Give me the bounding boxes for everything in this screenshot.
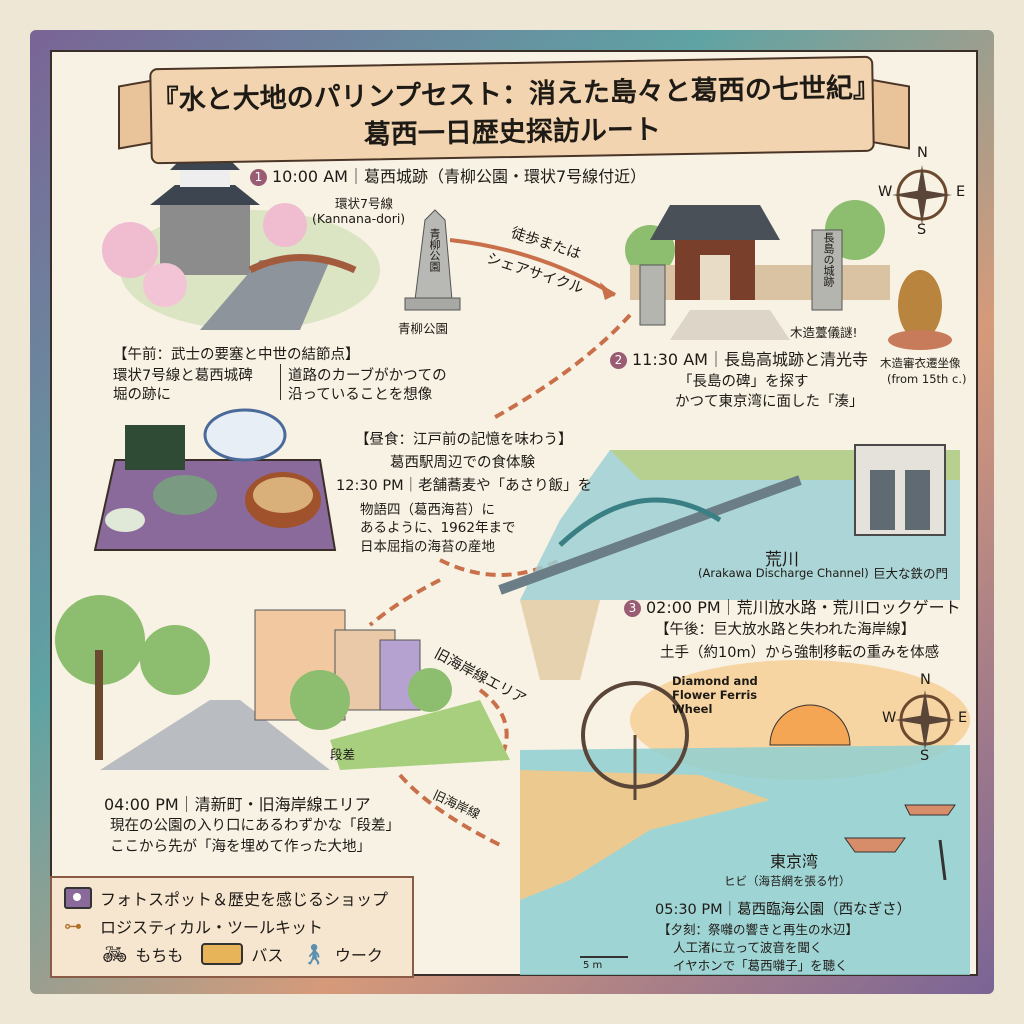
stop-3-text: 02:00 PM｜荒川放水路・荒川ロックゲート <box>646 598 961 617</box>
tokyo-bay-label: 東京湾 <box>770 852 819 871</box>
stop-1-title: 1 10:00 AM｜葛西城跡（青柳公園・環状7号線付近） <box>250 163 646 187</box>
stop-5-line-1: 人工渚に立って波音を聞く <box>673 940 823 955</box>
walk-icon: 🚶︎ <box>301 942 327 966</box>
step-label: 段差 <box>330 747 356 762</box>
legend-item-photo: フォトスポット＆歴史を感じるショップ <box>64 886 388 910</box>
compass-n-2: N <box>920 672 931 688</box>
stop-badge: 3 <box>624 600 641 617</box>
morning-left-2: 堀の跡に <box>113 387 171 403</box>
monument-inscription: 青柳公園 <box>428 228 441 272</box>
bicycle-icon: 🚲︎ <box>102 942 128 966</box>
castle-illustration <box>102 150 461 330</box>
compass-n: N <box>917 145 928 161</box>
legend-transport: 🚲︎ もちも バス 🚶︎ ウーク <box>102 942 383 966</box>
compass-w: W <box>878 184 893 200</box>
stop-3-line-1: 土手（約10m）から強制移転の重みを体感 <box>660 645 940 661</box>
kannana-label: 環状7号線 <box>335 196 393 211</box>
kannana-en-label: (Kannana-dori) <box>312 211 406 226</box>
legend-label: もちも <box>135 946 184 965</box>
morning-right-1: 道路のカーブがかつての <box>288 368 447 384</box>
stop-2-line-2: かつて東京湾に面した「湊」 <box>675 394 864 410</box>
stop-2-text: 11:30 AM｜長島高城跡と清光寺 <box>632 350 868 369</box>
stop-5-line-2: イヤホンで「葛西囃子」を聴く <box>673 958 848 973</box>
statue-date: (from 15th c.) <box>887 372 967 386</box>
morning-heading: 【午前：武士の要塞と中世の結節点】 <box>113 347 360 363</box>
legend-label: ロジスティカル・ツールキット <box>100 918 324 937</box>
bay-illustration <box>520 660 970 975</box>
aoyagi-park-label: 青柳公園 <box>398 321 449 336</box>
morning-right-2: 沿っていることを想像 <box>288 387 433 403</box>
stop-3-heading: 【午後：巨大放水路と失われた海岸線】 <box>655 622 916 638</box>
wooden-label: 木造薹儀謎! <box>790 325 858 340</box>
compass-s: S <box>917 222 927 238</box>
arakawa-label: 荒川 <box>765 550 799 570</box>
compass-e: E <box>956 184 966 200</box>
stop-badge: 1 <box>250 169 267 186</box>
stop-5-title: 05:30 PM｜葛西臨海公園（西なぎさ） <box>655 902 912 918</box>
morning-left-1: 環状7号線と葛西城碑 <box>113 368 253 384</box>
iron-gate-label: 巨大な鉄の門 <box>873 566 949 581</box>
hibi-label: ヒビ（海苔網を張る竹） <box>724 874 851 888</box>
legend-label: バス <box>251 946 284 965</box>
compass-icon-bottom <box>895 690 955 750</box>
stop-4-line-1: 現在の公園の入り口にあるわずかな「段差」 <box>110 818 400 834</box>
stop-3-title: 3 02:00 PM｜荒川放水路・荒川ロックゲート <box>624 594 961 618</box>
arakawa-en-label: (Arakawa Discharge Channel) <box>698 566 869 580</box>
legend-label: フォトスポット＆歴史を感じるショップ <box>100 890 389 909</box>
scale-bar-label: 5 m <box>583 960 603 971</box>
lunch-line-3: 日本屈指の海苔の産地 <box>360 539 495 555</box>
stop-2-title: 2 11:30 AM｜長島高城跡と清光寺 <box>610 346 868 370</box>
legend-label: ウーク <box>334 946 383 965</box>
compass-icon-top <box>892 165 952 225</box>
legend-box: フォトスポット＆歴史を感じるショップ ⊶ ロジスティカル・ツールキット 🚲︎ も… <box>50 876 414 978</box>
title-banner: 『水と大地のパリンプセスト：消えた島々と葛西の七世紀』 葛西一日歴史探訪ルート <box>149 55 880 165</box>
stone-pillar-text: 長島の城跡 <box>822 232 835 287</box>
lunch-time: 12:30 PM｜老舗蕎麦や「あさり飯」を <box>336 478 593 494</box>
lunch-subheading: 葛西駅周辺での食体験 <box>390 455 535 471</box>
route-dashed-3 <box>368 578 441 627</box>
ferris-wheel-label: Diamond and Flower Ferris Wheel <box>672 674 758 716</box>
lunch-line-1: 物語四（葛西海苔）に <box>360 502 495 518</box>
compass-w-2: W <box>882 710 897 726</box>
route-dashed-1 <box>489 313 632 422</box>
route-dashed-5 <box>398 773 501 847</box>
lunch-illustration <box>93 408 337 551</box>
street-illustration <box>55 595 510 770</box>
key-icon: ⊶ <box>64 915 82 937</box>
statue-caption: 木造審衣遷坐像 <box>880 356 961 370</box>
camera-icon <box>64 887 92 909</box>
divider <box>280 364 281 400</box>
stop-2-line-1: 「長島の碑」を探す <box>678 374 809 390</box>
lunch-heading: 【昼食：江戸前の記憶を味わう】 <box>355 432 573 448</box>
arakawa-illustration <box>498 444 960 680</box>
temple-illustration <box>625 200 952 350</box>
stop-1-text: 10:00 AM｜葛西城跡（青柳公園・環状7号線付近） <box>272 167 647 186</box>
route-arrow <box>449 238 617 297</box>
stop-5-heading: 【夕刻：祭囃の響きと再生の水辺】 <box>658 922 859 937</box>
stop-badge: 2 <box>610 352 627 369</box>
stop-4-line-2: ここから先が「海を埋めて作った大地」 <box>110 839 371 855</box>
bus-icon <box>201 943 244 965</box>
compass-e-2: E <box>958 710 968 726</box>
compass-s-2: S <box>920 748 930 764</box>
lunch-line-2: あるように、1962年まで <box>360 520 516 536</box>
legend-item-toolkit: ⊶ ロジスティカル・ツールキット <box>64 914 323 938</box>
stop-4-title: 04:00 PM｜清新町・旧海岸線エリア <box>104 795 371 814</box>
